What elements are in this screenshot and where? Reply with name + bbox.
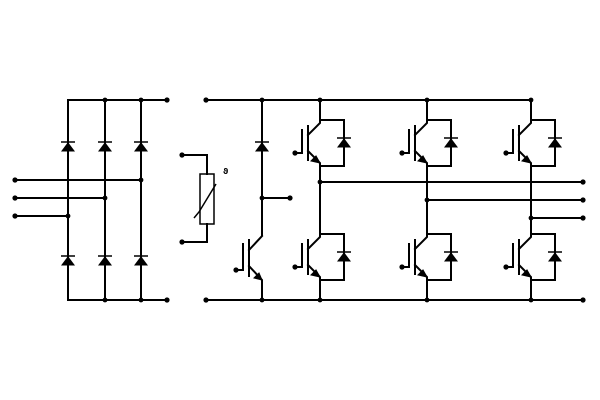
igbt-emitter: [517, 263, 532, 301]
terminal-brake: [287, 195, 293, 201]
junction-dot: [259, 297, 265, 303]
terminal-gate: [503, 150, 509, 156]
terminal-ac-3: [12, 213, 18, 219]
igbt-arrow: [521, 155, 532, 164]
freewheel-diode: [337, 252, 351, 262]
terminal-phase-output: [580, 215, 586, 221]
rectifier-diode: [134, 255, 148, 266]
junction-dot: [424, 97, 430, 103]
freewheel-diode: [444, 252, 458, 262]
terminal-dc-minus: [203, 297, 209, 303]
terminal-ac-2: [12, 195, 18, 201]
thermistor-lead-bottom: [181, 223, 208, 243]
igbt-collector: [517, 230, 532, 251]
igbt-gate: [505, 129, 514, 154]
rectifier-diode: [98, 141, 112, 152]
terminal-dc-plus: [203, 97, 209, 103]
igbt-emitter: [413, 263, 428, 301]
terminal-thermistor-1: [179, 152, 185, 158]
thermistor-body: [199, 173, 215, 225]
junction-dot: [102, 195, 108, 201]
brake-chopper: [233, 97, 293, 303]
rectifier-diode: [61, 141, 75, 152]
igbt-arrow: [310, 269, 321, 278]
rectifier-diode: [61, 255, 75, 266]
junction-dot: [528, 215, 534, 221]
junction-dot: [528, 97, 534, 103]
igbt-gate: [401, 129, 410, 154]
junction-dot: [65, 213, 71, 219]
junction-dot: [317, 97, 323, 103]
igbt-arrow: [521, 269, 532, 278]
dc-plus-bus: [205, 99, 532, 121]
igbt-gate: [294, 243, 303, 268]
junction-dot: [528, 297, 534, 303]
terminal-brake-gate: [233, 267, 239, 273]
brake-igbt-gate: [235, 243, 244, 271]
thermistor-symbol: ϑ: [223, 167, 228, 176]
igbt-arrow: [417, 269, 428, 278]
thermistor-lead-top: [181, 154, 208, 175]
igbt-gate: [294, 129, 303, 154]
terminal-rectifier-minus: [164, 297, 170, 303]
terminal-gate: [399, 264, 405, 270]
junction-dot: [424, 297, 430, 303]
terminal-ac-1: [12, 177, 18, 183]
junction-dot: [259, 97, 265, 103]
igbt-collector: [306, 230, 321, 251]
igbt-gate: [401, 243, 410, 268]
rectifier-bridge: [12, 97, 170, 303]
brake-igbt-emitter: [247, 264, 263, 301]
terminal-gate: [292, 150, 298, 156]
terminal-phase-output: [580, 179, 586, 185]
junction-dot: [138, 297, 144, 303]
igbt-collector: [306, 116, 321, 137]
freewheel-diode: [548, 138, 562, 148]
junction-dot: [424, 197, 430, 203]
rectifier-diode: [98, 255, 112, 266]
ntc-thermistor: ϑ: [179, 152, 228, 245]
rectifier-diode: [134, 141, 148, 152]
terminal-gate: [292, 264, 298, 270]
brake-igbt-collector: [247, 234, 264, 252]
freewheel-diode: [337, 138, 351, 148]
terminal-dc-minus-out: [580, 297, 586, 303]
junction-dot: [102, 297, 108, 303]
brake-diode: [255, 141, 269, 152]
terminal-thermistor-2: [179, 239, 185, 245]
terminal-gate: [503, 264, 509, 270]
igbt-arrow: [417, 155, 428, 164]
igbt-gate: [505, 243, 514, 268]
terminal-phase-output: [580, 197, 586, 203]
junction-dot: [138, 97, 144, 103]
freewheel-diode: [548, 252, 562, 262]
junction-dot: [259, 195, 265, 201]
junction-dot: [138, 177, 144, 183]
junction-dot: [317, 179, 323, 185]
junction-dot: [102, 97, 108, 103]
igbt-collector: [413, 230, 428, 251]
brake-igbt-arrow: [253, 272, 263, 281]
junction-dot: [317, 297, 323, 303]
freewheel-diode: [444, 138, 458, 148]
igbt-collector: [517, 116, 532, 137]
thermistor-curve: [193, 183, 217, 219]
igbt-arrow: [310, 155, 321, 164]
igbt-collector: [413, 116, 428, 137]
terminal-gate: [399, 150, 405, 156]
terminal-rectifier-plus: [164, 97, 170, 103]
three-phase-inverter: [292, 97, 586, 303]
igbt-emitter: [306, 263, 321, 301]
